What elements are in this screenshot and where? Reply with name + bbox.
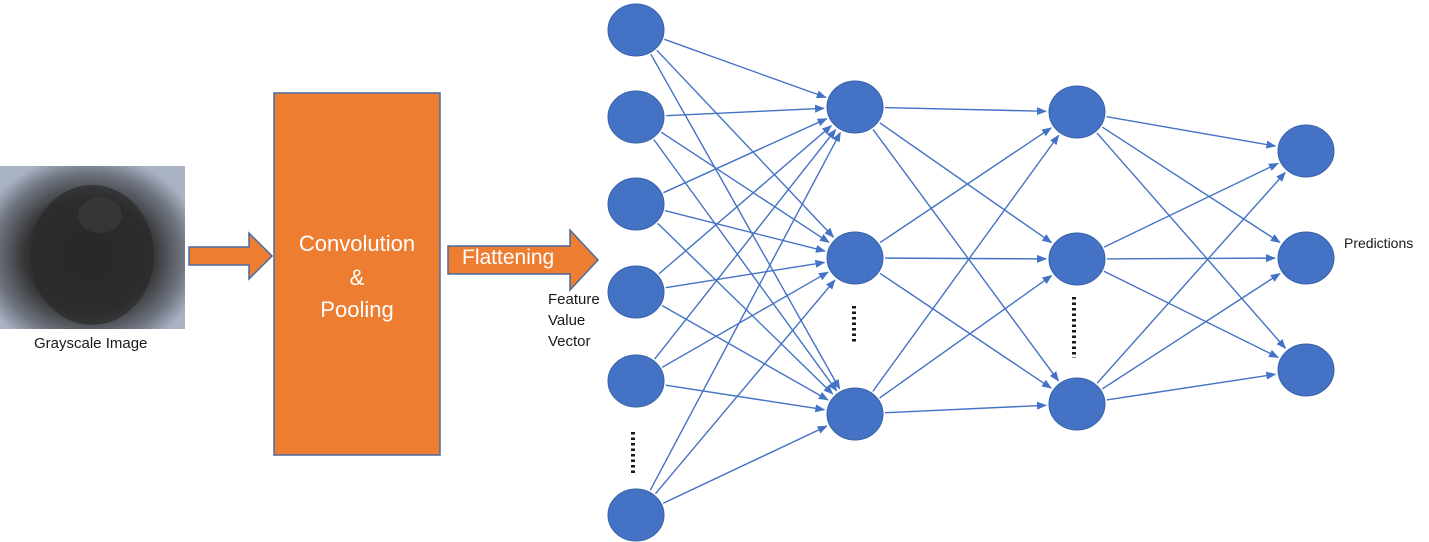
edge-input-6-to-hidden-1-3 bbox=[662, 425, 828, 504]
edge-hidden-2-3-to-output-1 bbox=[1096, 171, 1286, 384]
edge-input-5-to-hidden-1-2 bbox=[661, 271, 829, 368]
edge-input-2-to-hidden-1-1 bbox=[665, 104, 825, 117]
node-output-3 bbox=[1277, 343, 1335, 397]
feature-value-vector-label: Feature Value Vector bbox=[548, 291, 600, 350]
node-hidden-1-3 bbox=[826, 387, 884, 441]
flattening-label: Flattening bbox=[462, 246, 555, 269]
node-input-6 bbox=[607, 488, 665, 542]
predictions-label: Predictions bbox=[1344, 235, 1414, 251]
convolution-pooling-block bbox=[273, 92, 441, 456]
edge-hidden-1-1-to-hidden-2-2 bbox=[879, 122, 1053, 244]
edge-input-1-to-hidden-1-1 bbox=[664, 38, 827, 99]
node-input-1 bbox=[607, 3, 665, 57]
edge-input-3-to-hidden-1-2 bbox=[664, 210, 826, 253]
node-input-3 bbox=[607, 177, 665, 231]
ampersand-label: & bbox=[349, 265, 365, 290]
edge-hidden-1-2-to-hidden-2-1 bbox=[879, 127, 1052, 244]
edge-input-6-to-hidden-1-1 bbox=[649, 131, 841, 491]
network-edges bbox=[649, 38, 1287, 504]
node-input-2 bbox=[607, 90, 665, 144]
node-hidden-2-1 bbox=[1048, 85, 1106, 139]
edge-input-2-to-hidden-1-2 bbox=[660, 131, 830, 243]
edge-hidden-2-2-to-output-3 bbox=[1103, 270, 1279, 359]
edge-hidden-1-2-to-hidden-2-3 bbox=[879, 272, 1052, 389]
convolution-label: Convolution bbox=[298, 231, 416, 256]
arrow-to-convolution bbox=[188, 231, 274, 281]
edge-hidden-2-3-to-output-2 bbox=[1101, 273, 1281, 390]
edge-input-3-to-hidden-1-3 bbox=[657, 222, 834, 395]
node-hidden-1-1 bbox=[826, 80, 884, 134]
edge-input-6-to-hidden-1-2 bbox=[654, 279, 836, 495]
flattening-arrow bbox=[447, 228, 600, 292]
edge-hidden-1-3-to-hidden-2-3 bbox=[884, 401, 1047, 414]
node-hidden-2-2 bbox=[1048, 232, 1106, 286]
edge-hidden-2-1-to-output-1 bbox=[1106, 116, 1277, 149]
edge-input-3-to-hidden-1-1 bbox=[663, 118, 828, 194]
pooling-label: Pooling bbox=[320, 297, 394, 322]
node-input-4 bbox=[607, 265, 665, 319]
edge-hidden-1-2-to-hidden-2-2 bbox=[884, 254, 1047, 263]
edge-hidden-1-1-to-hidden-2-1 bbox=[884, 106, 1047, 116]
network-ellipses bbox=[631, 297, 1076, 476]
node-hidden-2-3 bbox=[1048, 377, 1106, 431]
node-hidden-1-2 bbox=[826, 231, 884, 285]
edge-input-5-to-hidden-1-3 bbox=[665, 384, 826, 413]
edge-hidden-1-1-to-hidden-2-3 bbox=[872, 128, 1059, 382]
edge-input-4-to-hidden-1-2 bbox=[665, 259, 826, 289]
edge-hidden-1-3-to-hidden-2-1 bbox=[872, 134, 1060, 392]
grayscale-image bbox=[0, 166, 185, 329]
edge-input-4-to-hidden-1-3 bbox=[661, 304, 829, 401]
node-output-1 bbox=[1277, 124, 1335, 178]
edge-hidden-2-2-to-output-2 bbox=[1106, 254, 1276, 263]
edge-input-1-to-hidden-1-3 bbox=[650, 53, 841, 390]
network-nodes bbox=[607, 3, 1335, 542]
edge-hidden-2-1-to-output-3 bbox=[1096, 132, 1287, 350]
edge-hidden-2-3-to-output-3 bbox=[1106, 371, 1277, 401]
edge-input-4-to-hidden-1-1 bbox=[658, 125, 833, 275]
edge-hidden-1-3-to-hidden-2-2 bbox=[879, 275, 1053, 399]
node-output-2 bbox=[1277, 231, 1335, 285]
edge-input-5-to-hidden-1-1 bbox=[654, 128, 837, 360]
edge-hidden-2-1-to-output-2 bbox=[1101, 126, 1281, 243]
edge-hidden-2-2-to-output-1 bbox=[1103, 162, 1279, 248]
edge-input-2-to-hidden-1-3 bbox=[653, 139, 838, 392]
node-input-5 bbox=[607, 354, 665, 408]
grayscale-image-label: Grayscale Image bbox=[34, 335, 148, 352]
edge-input-1-to-hidden-1-2 bbox=[656, 49, 835, 238]
